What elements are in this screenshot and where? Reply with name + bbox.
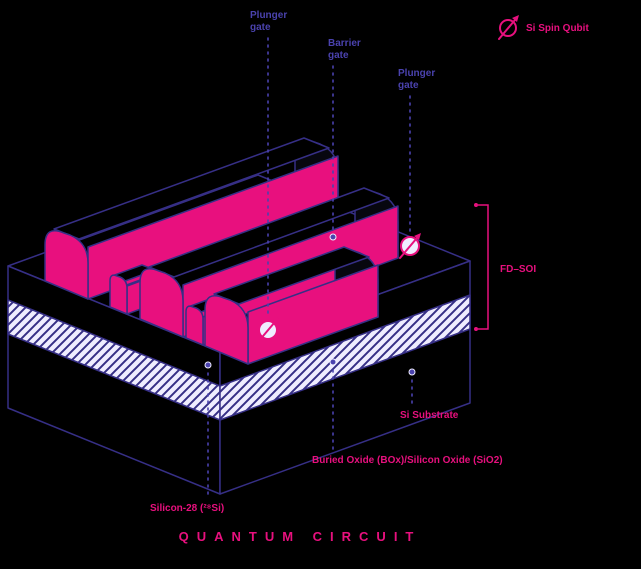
fd-soi-bracket xyxy=(474,203,489,331)
label-plunger-gate-right: Plunger gate xyxy=(398,68,435,91)
plunger-gate-1 xyxy=(44,137,339,300)
silicon-28-dot xyxy=(204,361,212,369)
svg-text:gate: gate xyxy=(328,50,349,61)
plunger-gate-3 xyxy=(204,246,379,365)
plunger-gate-1-cap xyxy=(44,230,89,300)
si-substrate-dot xyxy=(408,368,416,376)
qubit-marker-2 xyxy=(399,233,421,259)
bracket-dot-bottom xyxy=(474,327,478,331)
label-buried-oxide: Buried Oxide (BOx)/Silicon Oxide (SiO2) xyxy=(312,455,503,466)
svg-text:Plunger: Plunger xyxy=(250,10,287,21)
plunger-gate-3-cap xyxy=(204,295,249,365)
label-fd-soi: FD–SOI xyxy=(500,264,536,275)
buried-oxide-dot xyxy=(329,358,337,366)
qubit-arrow-icon xyxy=(257,321,276,343)
bracket-dot-top xyxy=(474,203,478,207)
barrier-gate-dot xyxy=(329,233,337,241)
label-barrier-gate: Barrier gate xyxy=(328,38,361,61)
svg-text:Barrier: Barrier xyxy=(328,38,361,49)
barrier-gate-1-cap xyxy=(109,274,128,315)
label-si-substrate: Si Substrate xyxy=(400,410,459,421)
qubit-arrowhead-icon xyxy=(512,15,519,22)
label-silicon-28: Silicon-28 (²⁸Si) xyxy=(150,503,224,514)
qubit-arrow-icon xyxy=(399,237,418,259)
svg-text:Plunger: Plunger xyxy=(398,68,435,79)
qubit-arrowhead-icon xyxy=(414,233,421,240)
svg-text:gate: gate xyxy=(398,80,419,91)
plunger-gate-2-cap xyxy=(139,268,184,338)
svg-text:gate: gate xyxy=(250,22,271,33)
page-title: QUANTUM CIRCUIT xyxy=(179,529,422,544)
si-spin-qubit-legend: Si Spin Qubit xyxy=(498,15,589,40)
qubit-arrow-icon xyxy=(498,19,516,40)
label-plunger-gate-top: Plunger gate xyxy=(250,10,287,33)
qubit-marker-1 xyxy=(257,317,279,343)
qubit-arrowhead-icon xyxy=(272,317,279,324)
barrier-gate-2-cap xyxy=(185,305,204,346)
buried-oxide-band-right xyxy=(219,294,471,421)
legend-label: Si Spin Qubit xyxy=(526,23,589,34)
